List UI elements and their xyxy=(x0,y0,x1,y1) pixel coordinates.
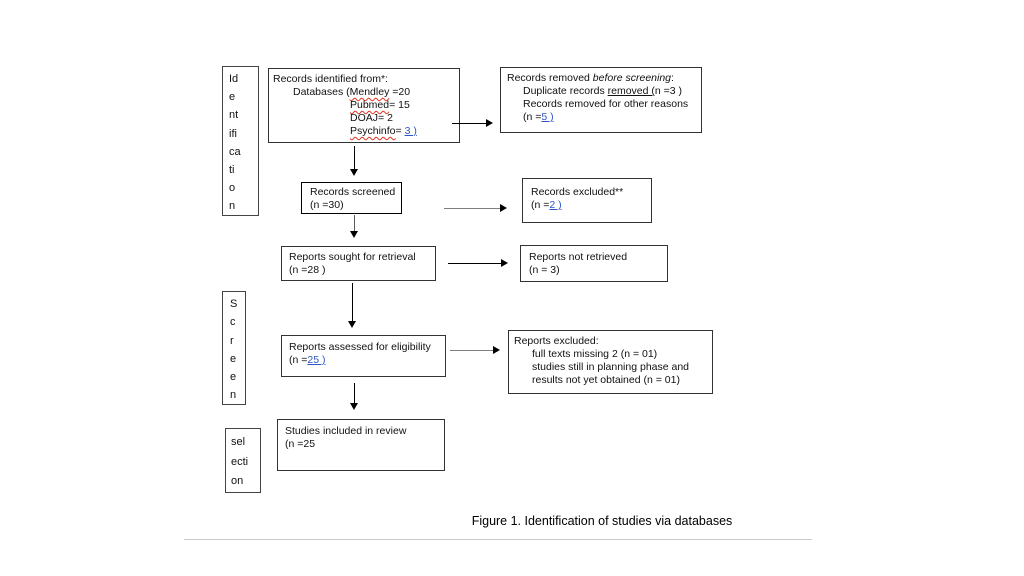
db-name-misspelled: Psychinfo xyxy=(350,125,396,137)
box-reports-excluded: Reports excluded: full texts missing 2 (… xyxy=(508,330,713,394)
stage-label-line: n xyxy=(230,389,237,402)
reports-assessed-title: Reports assessed for eligibility xyxy=(289,341,431,353)
reports-excluded-line: results not yet obtained (n = 01) xyxy=(532,374,680,386)
records-identified-title-text: Records identified from*: xyxy=(273,73,388,85)
arrow-right-icon xyxy=(448,259,508,268)
stage-label-selection: sel ecti on xyxy=(225,428,261,493)
db-name-misspelled: Pubmed xyxy=(350,99,390,111)
studies-included-count: (n =25 xyxy=(285,438,316,450)
box-studies-included: Studies included in review (n =25 xyxy=(277,419,445,471)
reports-assessed-count: (n =25 ) xyxy=(289,354,445,367)
db-count: = 15 xyxy=(389,99,410,111)
records-excluded-title: Records excluded** xyxy=(531,186,624,198)
db-name-misspelled: Mendley xyxy=(349,86,390,98)
reports-not-retrieved-title: Reports not retrieved xyxy=(529,251,628,263)
arrow-down-icon xyxy=(348,283,357,328)
reports-excluded-title: Reports excluded: xyxy=(514,335,599,347)
stage-label-identification: Id e nt ifi ca ti o n xyxy=(222,66,259,216)
title-italic: before screening xyxy=(592,72,672,84)
stage-label-line: ti xyxy=(229,164,235,177)
records-identified-db-line: Databases (Mendley =20 xyxy=(293,86,455,99)
count-prefix: (n = xyxy=(531,199,550,211)
stage-label-line: nt xyxy=(229,109,239,122)
stage-label-line: c xyxy=(230,316,236,329)
records-removed-line: Duplicate records removed (n =3 ) xyxy=(523,85,695,98)
box-reports-not-retrieved: Reports not retrieved (n = 3) xyxy=(520,245,668,282)
stage-label-line: Id xyxy=(229,73,239,85)
box-records-identified: Records identified from*: Databases (Men… xyxy=(268,68,460,143)
stage-label-screening: S c r e e n xyxy=(222,291,246,405)
count-prefix: (n = xyxy=(289,354,308,366)
records-screened-title: Records screened xyxy=(310,186,396,198)
reports-not-retrieved-count: (n = 3) xyxy=(529,264,560,276)
slide-divider-line xyxy=(184,539,812,540)
records-identified-db-line: Psychinfo= 3 ) xyxy=(350,125,455,138)
title-suffix: : xyxy=(671,72,674,84)
records-identified-db-line: Pubmed= 15 xyxy=(350,99,455,112)
title-prefix: Records removed xyxy=(507,72,593,84)
stage-label-line: sel xyxy=(231,436,246,448)
db-name: DOAJ xyxy=(350,112,379,124)
records-identified-title: Records identified from*: xyxy=(273,73,455,86)
db-eq: = xyxy=(395,125,405,137)
stage-label-line: on xyxy=(231,475,244,487)
reports-excluded-line: full texts missing 2 (n = 01) xyxy=(532,348,658,360)
records-removed-title: Records removed before screening: xyxy=(507,72,695,85)
count-link[interactable]: 25 ) xyxy=(307,354,326,366)
stage-label-line: ecti xyxy=(231,455,249,468)
stage-label-line: e xyxy=(229,91,236,104)
arrow-right-icon xyxy=(450,346,500,355)
line-underlined: removed ( xyxy=(607,85,655,97)
stage-label-line: e xyxy=(230,371,237,384)
box-records-removed: Records removed before screening: Duplic… xyxy=(500,67,702,133)
line-text: n =3 ) xyxy=(654,85,683,97)
line-text: Duplicate records xyxy=(523,85,608,97)
db-count: =20 xyxy=(389,86,411,98)
records-screened-count: (n =30) xyxy=(310,199,344,211)
arrow-right-icon xyxy=(444,204,507,213)
studies-included-title: Studies included in review xyxy=(285,425,407,437)
line-text: Records removed for other reasons xyxy=(523,98,689,110)
box-records-excluded: Records excluded** (n =2 ) xyxy=(522,178,652,223)
db-count: = 2 xyxy=(378,112,393,124)
stage-label-line: e xyxy=(230,352,237,365)
stage-label-line: ca xyxy=(229,145,241,158)
arrow-down-icon xyxy=(350,383,359,410)
figure-caption: Figure 1. Identification of studies via … xyxy=(471,514,733,528)
count-link[interactable]: 5 ) xyxy=(541,111,554,123)
box-reports-assessed: Reports assessed for eligibility (n =25 … xyxy=(281,335,446,377)
stage-label-line: ifi xyxy=(229,127,237,140)
stage-label-line: S xyxy=(230,298,238,310)
stage-label-line: o xyxy=(229,182,236,195)
stage-label-line: r xyxy=(230,334,234,347)
arrow-down-icon xyxy=(350,146,359,176)
line-text: (n = xyxy=(523,111,542,123)
count-link[interactable]: 2 ) xyxy=(549,199,562,211)
arrow-down-icon xyxy=(350,215,359,238)
records-excluded-count: (n =2 ) xyxy=(531,199,651,212)
databases-label: Databases ( xyxy=(293,86,350,98)
arrow-right-icon xyxy=(452,119,493,128)
records-removed-line: (n =5 ) xyxy=(523,111,695,124)
box-records-screened: Records screened (n =30) xyxy=(301,182,402,214)
db-count-link[interactable]: 3 ) xyxy=(404,125,417,137)
reports-sought-title: Reports sought for retrieval xyxy=(289,251,416,263)
records-removed-line: Records removed for other reasons xyxy=(523,98,695,111)
box-reports-sought: Reports sought for retrieval (n =28 ) xyxy=(281,246,436,281)
stage-label-line: n xyxy=(229,200,236,213)
records-identified-db-line: DOAJ= 2 xyxy=(350,112,455,125)
reports-excluded-line: studies still in planning phase and xyxy=(532,361,690,373)
reports-sought-count: (n =28 ) xyxy=(289,264,326,276)
